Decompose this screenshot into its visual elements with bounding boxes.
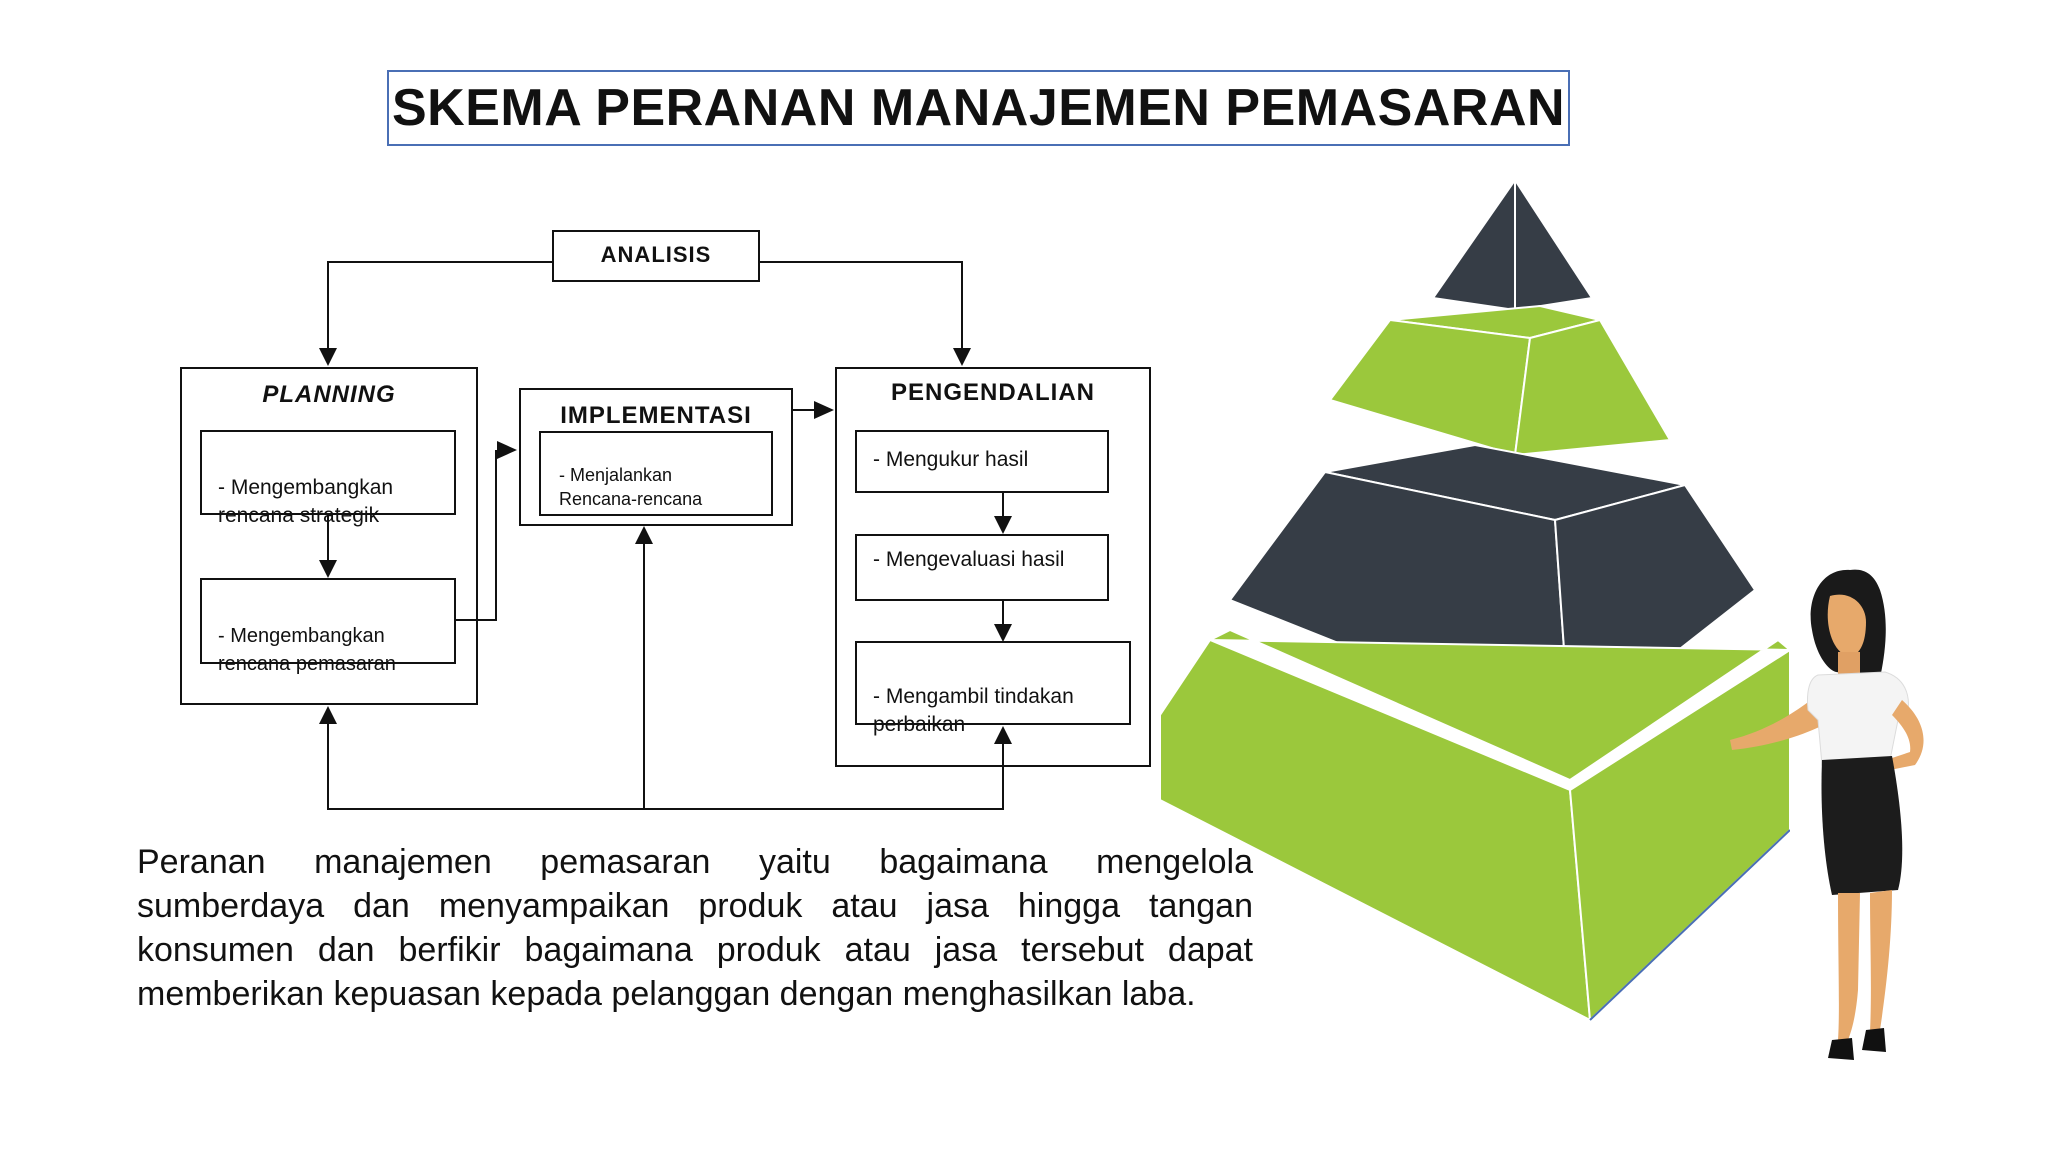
arrow-down-icon xyxy=(319,560,337,578)
implementasi-header: IMPLEMENTASI xyxy=(560,402,752,429)
arrow-down-icon xyxy=(994,624,1012,642)
analisis-label: ANALISIS xyxy=(600,242,712,267)
arrow-up-icon xyxy=(319,706,337,724)
planning-item-marketing: - Mengembangkan rencana pemasaran xyxy=(200,578,456,675)
management-flow-diagram: ANALISIS PLANNING - Mengembangkan rencan… xyxy=(0,0,1160,820)
implementasi-item: - Menjalankan Rencana-rencana xyxy=(539,431,773,516)
pengendalian-item-measure: - Mengukur hasil xyxy=(855,430,1109,493)
pengendalian-header: PENGENDALIAN xyxy=(890,379,1095,406)
arrow-down-icon xyxy=(319,348,337,366)
arrow-down-icon xyxy=(953,348,971,366)
arrow-down-icon xyxy=(994,516,1012,534)
businesswoman-illustration xyxy=(1730,569,1924,1060)
pengendalian-item-label: - Mengevaluasi hasil xyxy=(873,548,1065,571)
pengendalian-item-action: - Mengambil tindakan perbaikan xyxy=(855,641,1131,736)
title-box: SKEMA PERANAN MANAJEMEN PEMASARAN xyxy=(387,70,1570,146)
implementasi-item-label: - Menjalankan Rencana-rencana xyxy=(559,465,703,509)
planning-header: PLANNING xyxy=(262,381,396,408)
planning-item-label: - Mengembangkan rencana pemasaran xyxy=(218,625,396,675)
connector xyxy=(1002,601,1004,627)
connector xyxy=(327,722,329,810)
page-title: SKEMA PERANAN MANAJEMEN PEMASARAN xyxy=(391,79,1566,137)
pyramid-illustration xyxy=(1159,176,1790,1023)
connector xyxy=(793,409,815,411)
connector xyxy=(1002,742,1004,810)
arrow-up-icon xyxy=(635,526,653,544)
arrow-right-icon xyxy=(814,401,834,419)
connector xyxy=(961,261,963,349)
connector xyxy=(643,540,645,810)
connector xyxy=(760,261,962,263)
arrow-up-icon xyxy=(994,726,1012,744)
connector xyxy=(328,261,552,263)
connector xyxy=(327,515,329,563)
planning-item-strategic: - Mengembangkan rencana strategik xyxy=(200,430,456,527)
analisis-box: ANALISIS xyxy=(552,230,760,282)
pengendalian-item-evaluate: - Mengevaluasi hasil xyxy=(855,534,1109,601)
connector xyxy=(327,261,329,349)
pengendalian-item-label: - Mengambil tindakan perbaikan xyxy=(873,685,1074,736)
description-paragraph: Peranan manajemen pemasaran yaitu bagaim… xyxy=(137,843,1253,1013)
pengendalian-item-label: - Mengukur hasil xyxy=(873,448,1029,471)
planning-item-label: - Mengembangkan rencana strategik xyxy=(218,476,394,527)
connector xyxy=(327,808,1004,810)
connector xyxy=(456,619,496,621)
connector xyxy=(1002,493,1004,519)
connector xyxy=(495,450,497,621)
arrow-right-icon xyxy=(497,441,517,459)
